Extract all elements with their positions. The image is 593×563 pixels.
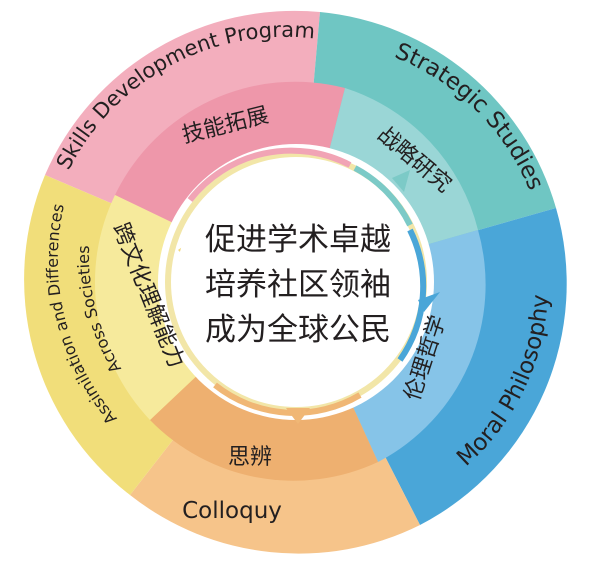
outer-label-colloquy: Colloquy (182, 498, 282, 524)
arrow-right-icon (418, 292, 440, 312)
center-line-1: 促进学术卓越 (205, 222, 391, 258)
center-circle (176, 162, 416, 402)
center-arrow-ring-pink (187, 147, 352, 202)
center-line-3: 成为全球公民 (205, 312, 391, 348)
center-arrow-ring-teal (353, 165, 413, 227)
arrow-bottom-icon (286, 408, 310, 424)
center-line-2: 培养社区领袖 (205, 267, 391, 303)
arrow-top-icon (392, 170, 410, 192)
center-text: 促进学术卓越 培养社区领袖 成为全球公民 (205, 222, 391, 348)
center-arrow-ring-blue (397, 228, 427, 362)
inner-label-colloquy: 思辨 (228, 445, 272, 470)
center-arrow-ring-orange (213, 382, 362, 416)
